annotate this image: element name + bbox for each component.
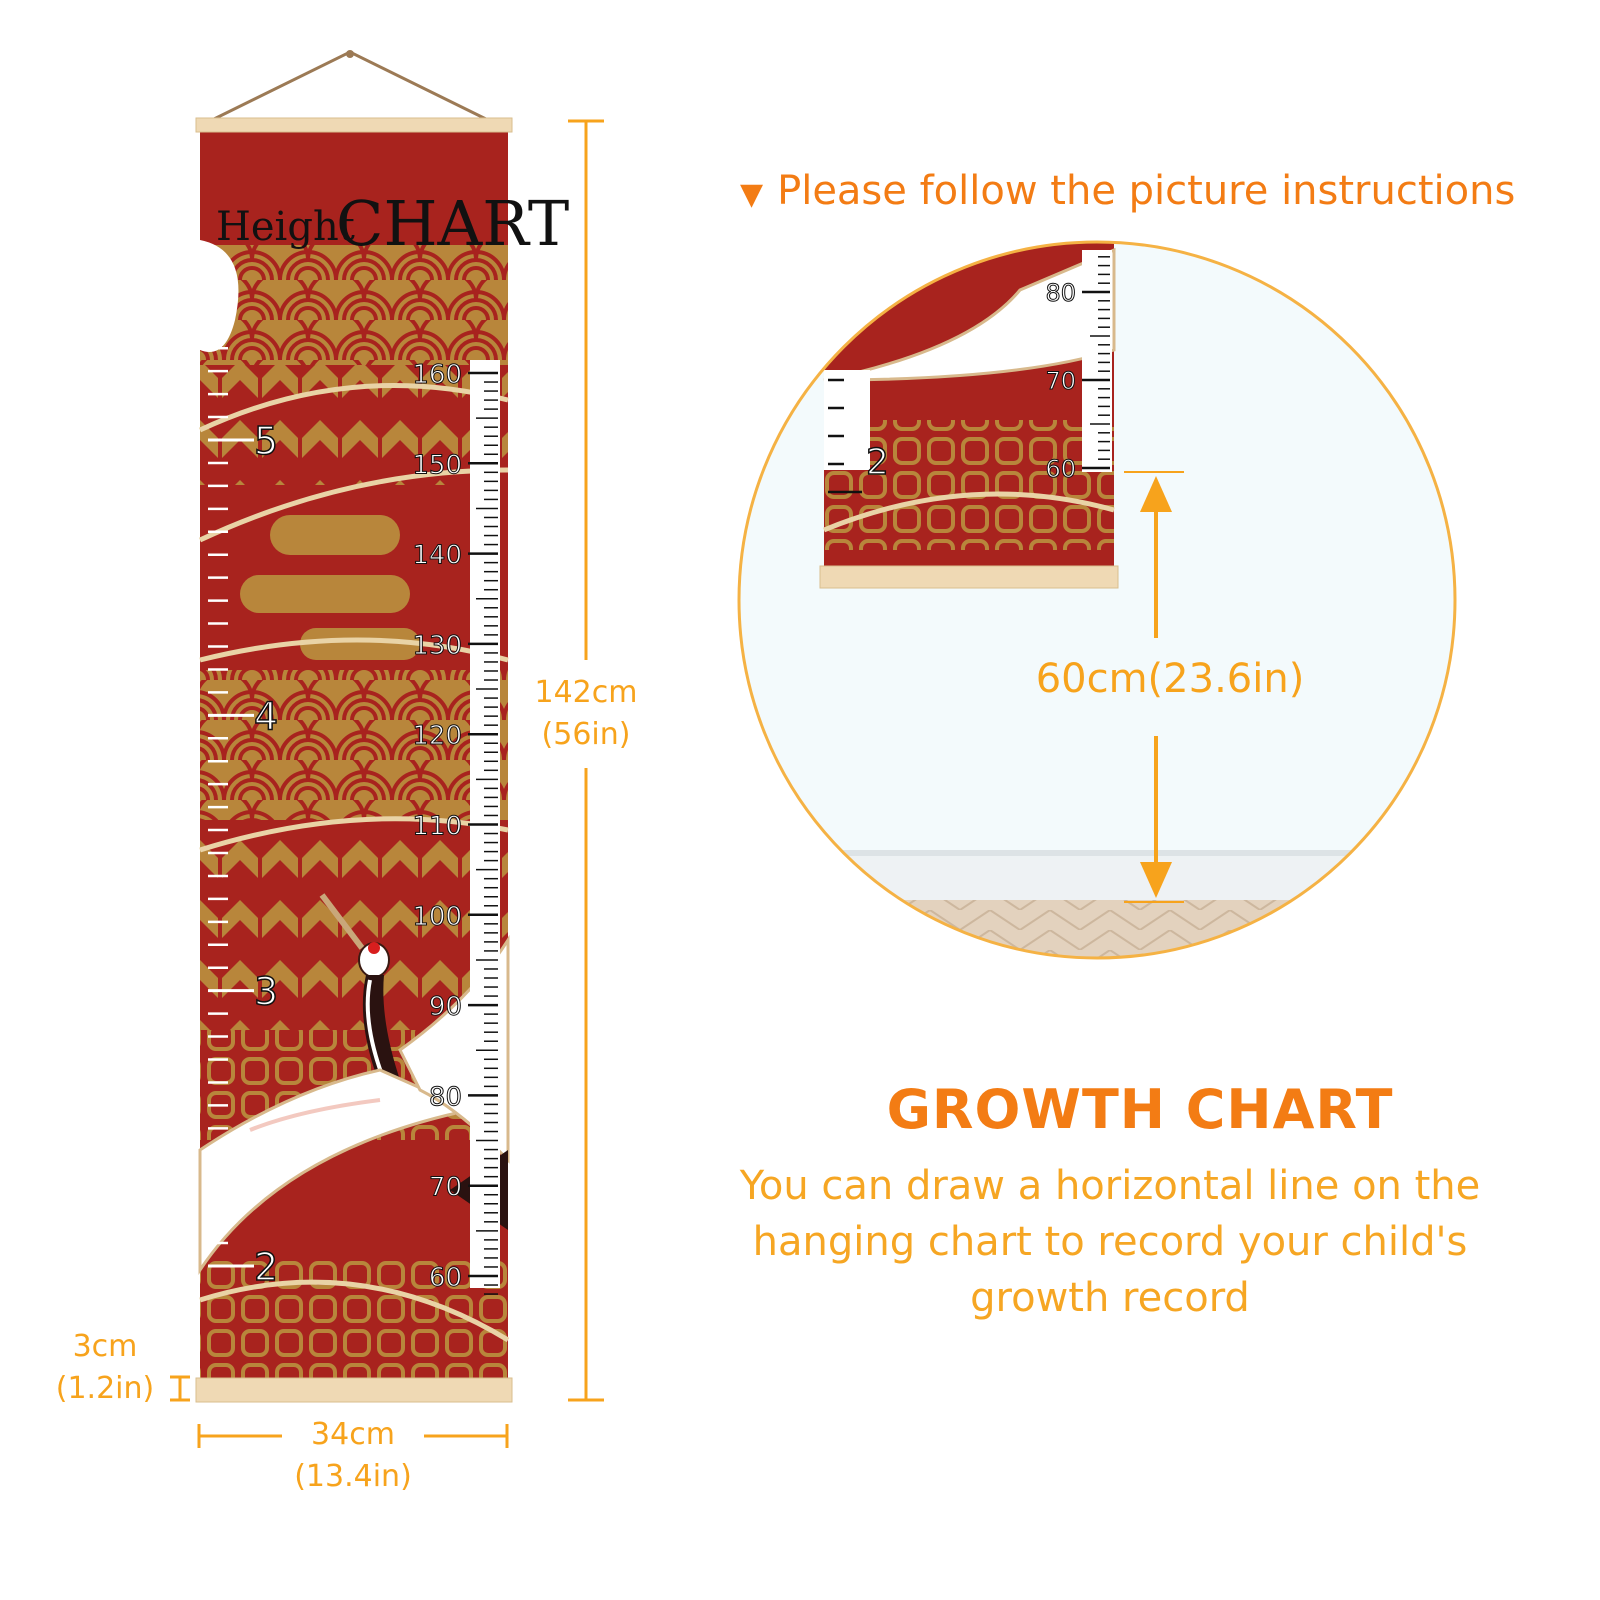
cm-label: 110 [412, 812, 462, 842]
growth-chart-title: GROWTH CHART [886, 1078, 1394, 1141]
width-cm-text: 34cm [311, 1417, 395, 1452]
hanging-rope [211, 50, 489, 122]
cm-label: 60 [429, 1263, 462, 1293]
hanging-height-chart: Height CHART 160 150 140 130 120 110 100 90 80 70… [170, 50, 604, 1448]
cm-label: 80 [429, 1082, 462, 1112]
detail-feet-label: 2 [866, 442, 889, 483]
offset-label: 60cm(23.6in) [1035, 656, 1305, 702]
width-dimension-line [197, 1424, 509, 1448]
installation-detail-circle: 80 70 60 2 [737, 240, 1457, 960]
title-height: Height [216, 204, 355, 250]
cm-label: 140 [412, 541, 462, 571]
top-wood-rod [195, 117, 513, 133]
rod-dimension-bracket [170, 1375, 190, 1402]
cm-label: 150 [412, 450, 462, 480]
width-in-text: (13.4in) [294, 1459, 412, 1494]
cm-ruler: 160 150 140 130 120 110 100 90 80 70 60 [412, 360, 498, 1295]
cm-label: 70 [429, 1173, 462, 1203]
cm-label: 100 [412, 902, 462, 932]
down-triangle-icon: ▼ [740, 177, 764, 212]
instruction-heading: ▼ Please follow the picture instructions [740, 168, 1515, 214]
width-dimension-label: 34cm (13.4in) [276, 1414, 430, 1498]
cm-label: 160 [412, 360, 462, 390]
chart-banner [198, 130, 510, 1378]
height-dimension-label: 142cm (56in) [520, 672, 652, 756]
feet-ruler: 5 4 3 2 [208, 301, 279, 1290]
height-chart-title: Height CHART [216, 187, 569, 260]
height-dimension-line [568, 119, 604, 1402]
height-cm-text: 142cm [534, 675, 638, 710]
rod-dimension-label: 3cm (1.2in) [40, 1326, 170, 1410]
rod-cm-text: 3cm [72, 1329, 138, 1364]
cm-label: 90 [429, 992, 462, 1022]
detail-cm-label: 70 [1045, 367, 1076, 395]
detail-cm-ruler: 80 70 60 [1045, 256, 1110, 484]
cm-label: 130 [412, 631, 462, 661]
feet-label: 5 [254, 419, 278, 463]
cm-label: 120 [412, 721, 462, 751]
title-chart: CHART [336, 187, 569, 260]
detail-cm-label: 60 [1045, 455, 1076, 483]
feet-label: 4 [254, 694, 278, 738]
feet-label: 2 [254, 1245, 278, 1289]
height-in-text: (56in) [541, 717, 631, 752]
instruction-text: Please follow the picture instructions [777, 168, 1516, 214]
detail-chart-fragment: 80 70 60 2 [819, 242, 1119, 589]
offset-arrow [1124, 471, 1184, 903]
detail-bottom-rod [819, 565, 1119, 589]
growth-chart-description: You can draw a horizontal line on the ha… [739, 1163, 1481, 1321]
rod-in-text: (1.2in) [55, 1371, 155, 1406]
detail-feet-ruler: 2 [828, 378, 890, 494]
feet-label: 3 [254, 970, 278, 1014]
bottom-wood-rod [195, 1377, 513, 1403]
detail-cm-label: 80 [1045, 279, 1076, 307]
